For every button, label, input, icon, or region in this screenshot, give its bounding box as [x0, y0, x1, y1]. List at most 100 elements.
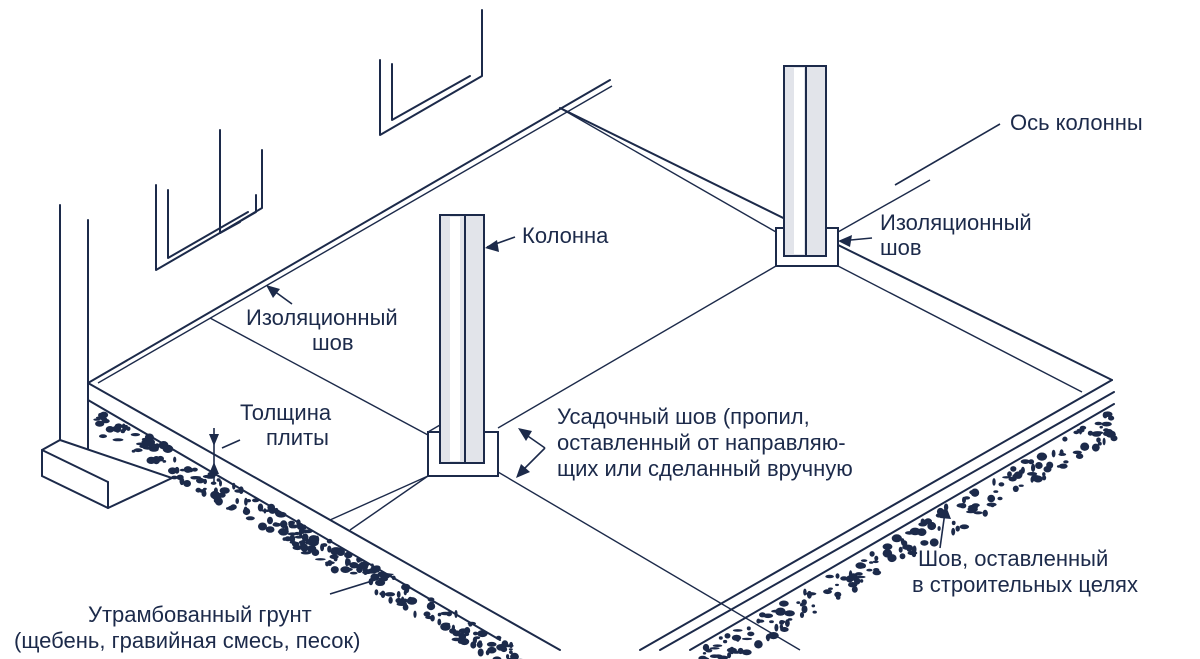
- gravel-pebble: [796, 601, 801, 604]
- gravel-pebble: [771, 609, 781, 613]
- gravel-pebble: [99, 434, 107, 439]
- gravel-pebble: [176, 474, 184, 480]
- gravel-pebble: [898, 546, 903, 553]
- gravel-pebble: [105, 426, 115, 433]
- gravel-pebble: [336, 548, 346, 556]
- gravel-pebble: [1031, 463, 1036, 472]
- gravel-pebble: [1027, 472, 1038, 476]
- gravel-pebble: [285, 527, 289, 535]
- construction-joint-arrowhead: [940, 506, 951, 519]
- gravel-pebble: [951, 520, 956, 526]
- gravel-pebble: [195, 487, 202, 493]
- gravel-pebble: [784, 610, 795, 617]
- gravel-pebble: [811, 604, 816, 608]
- column-center-box-diag: [427, 424, 441, 433]
- column-right: [775, 65, 839, 267]
- gravel-pebble: [474, 636, 481, 640]
- gravel-pebble: [191, 467, 198, 472]
- gravel-pebble: [769, 620, 774, 624]
- gravel-pebble: [213, 487, 218, 495]
- gravel-pebble: [1042, 475, 1047, 481]
- gravel-pebble: [508, 648, 513, 651]
- gravel-pebble: [1110, 435, 1118, 442]
- gravel-pebble: [136, 442, 145, 446]
- gravel-pebble: [860, 559, 868, 562]
- label-contraction-3: щих или сделанный вручную: [557, 456, 853, 481]
- gravel-pebble: [702, 652, 707, 655]
- gravel-pebble: [874, 555, 879, 561]
- gravel-pebble: [477, 648, 484, 657]
- gravel-pebble: [759, 612, 766, 618]
- gravel-pebble: [909, 527, 921, 536]
- gravel-pebble: [854, 577, 861, 585]
- joint-a-2: [497, 471, 801, 651]
- gravel-pebble: [330, 566, 339, 574]
- column-center-highlight: [450, 217, 460, 461]
- gravel-pebble: [201, 490, 207, 497]
- gravel-pebble: [1028, 459, 1035, 465]
- gravel-pebble: [95, 420, 105, 427]
- label-isolation-right-2: шов: [880, 235, 922, 260]
- gravel-pebble: [293, 545, 302, 549]
- joint-c-1: [329, 475, 429, 521]
- gravel-pebble: [1030, 476, 1038, 482]
- gravel-pebble: [724, 633, 731, 639]
- gravel-pebble: [373, 565, 381, 570]
- gravel-pebble: [468, 623, 473, 627]
- gravel-pebble: [779, 624, 784, 630]
- gravel-pebble: [219, 487, 230, 494]
- labels: Ось колонны Изоляционный шов Колонна Изо…: [14, 110, 1143, 653]
- gravel-pebble: [851, 586, 858, 593]
- footing: [41, 438, 175, 510]
- slab-right-edge-3: [689, 403, 1115, 651]
- gravel-pebble: [971, 503, 980, 508]
- gravel-pebble: [230, 504, 237, 510]
- window-3: [155, 184, 257, 271]
- label-contraction-2: оставленный от направляю-: [557, 430, 846, 455]
- label-column-axis: Ось колонны: [1010, 110, 1143, 135]
- slab-right-edge: [639, 379, 1113, 651]
- gravel-pebble: [911, 552, 917, 558]
- gravel-pebble: [828, 587, 833, 590]
- gravel-pebble: [1080, 442, 1090, 451]
- gravel-pebble: [1075, 453, 1084, 460]
- joint-b-2: [837, 265, 1083, 393]
- gravel-pebble: [514, 656, 518, 659]
- gravel-pebble: [289, 540, 297, 544]
- gravel-pebble: [327, 545, 332, 553]
- gravel-pebble: [1102, 411, 1108, 419]
- gravel-pebble: [300, 543, 309, 552]
- gravel-pebble: [146, 456, 156, 464]
- gravel-pebble: [242, 507, 251, 516]
- gravel-pebble: [265, 526, 275, 533]
- contraction-arrowhead-bottom: [516, 464, 530, 478]
- slab-thickness-leader: [221, 439, 241, 449]
- gravel-pebble: [1042, 472, 1046, 477]
- gravel-pebble: [1062, 436, 1068, 442]
- gravel-pebble: [799, 603, 804, 607]
- gravel-pebble: [506, 654, 510, 659]
- gravel-pebble: [321, 543, 328, 547]
- gravel-pebble: [1013, 471, 1023, 479]
- gravel-pebble: [727, 652, 732, 659]
- gravel-pebble: [1099, 425, 1103, 429]
- gravel-pebble: [171, 475, 178, 480]
- gravel-pebble: [98, 413, 103, 418]
- gravel-pebble: [214, 499, 221, 504]
- gravel-pebble: [149, 447, 159, 452]
- gravel-pebble: [133, 448, 143, 453]
- gravel-pebble: [282, 537, 287, 541]
- gravel-pebble: [987, 494, 996, 503]
- gravel-pebble: [374, 589, 379, 596]
- gravel-pebble: [190, 476, 202, 479]
- gravel-pebble: [899, 553, 906, 560]
- gravel-pebble: [834, 591, 842, 598]
- gravel-pebble: [406, 597, 418, 605]
- gravel-pebble: [158, 441, 169, 450]
- gravel-pebble: [486, 649, 491, 654]
- gravel-pebble: [718, 636, 723, 640]
- gravel-pebble: [929, 538, 939, 547]
- gravel-pebble: [869, 551, 875, 557]
- gravel-pebble: [705, 648, 713, 653]
- gravel-pebble: [486, 641, 497, 647]
